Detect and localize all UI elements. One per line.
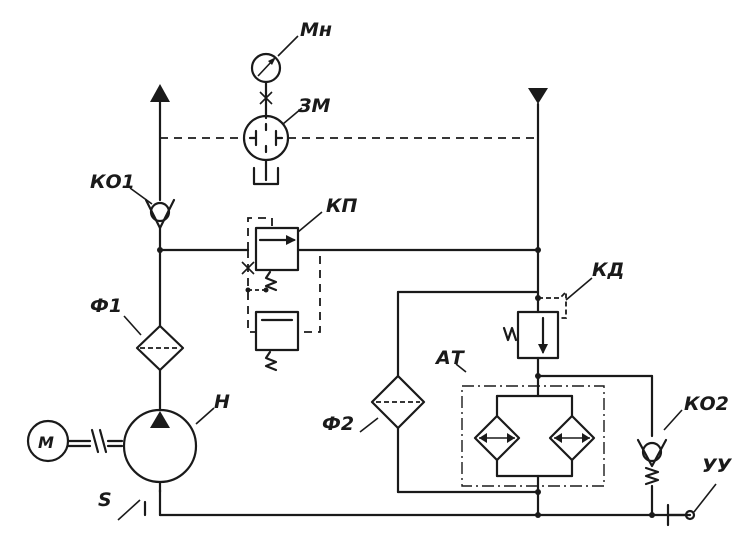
check-valve-ko2 <box>536 374 668 518</box>
label-f1: Ф1 <box>90 295 122 317</box>
label-uu: УУ <box>702 455 733 477</box>
filter-f2 <box>370 290 540 494</box>
pressure-gauge <box>250 52 282 120</box>
connector-uu <box>666 483 717 527</box>
heat-exchanger-at <box>461 384 605 518</box>
label-zm: ЗМ <box>297 95 330 117</box>
leader-lines <box>123 35 683 433</box>
supply-branch <box>157 247 541 253</box>
labels: Мн ЗМ КО1 КП КД Ф1 АТ Н Ф2 КО2 М S УУ <box>38 19 733 511</box>
outlet-line <box>528 88 548 314</box>
label-f2: Ф2 <box>322 413 354 435</box>
label-s: S <box>98 489 112 511</box>
valve-kd <box>502 289 567 388</box>
label-m: М <box>38 433 54 452</box>
pump <box>122 408 198 494</box>
label-n: Н <box>214 391 230 413</box>
relief-valve-kp <box>241 217 321 372</box>
motor <box>26 419 124 463</box>
label-mn: Мн <box>300 19 332 41</box>
label-ko1: КО1 <box>90 171 135 193</box>
pressure-line <box>150 84 170 412</box>
label-ko2: КО2 <box>684 393 729 415</box>
label-kp: КП <box>326 195 358 217</box>
label-at: АТ <box>434 347 466 369</box>
label-kd: КД <box>592 259 624 281</box>
check-valve-ko1 <box>144 198 176 230</box>
tank-line <box>117 488 692 521</box>
gauge-switch-zm <box>160 114 538 186</box>
filter-f1 <box>135 324 185 372</box>
